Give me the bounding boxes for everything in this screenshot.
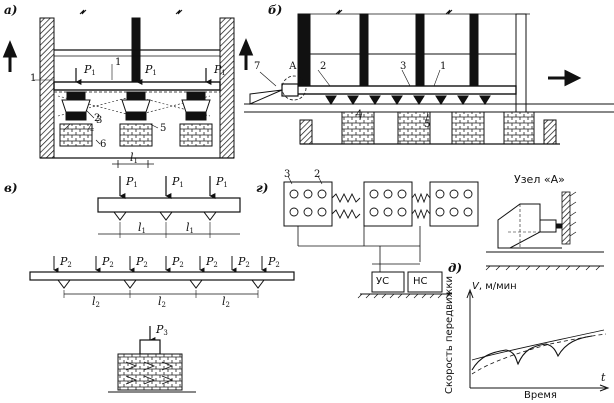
callout-number: 1	[30, 73, 37, 84]
load-label: P2	[136, 255, 148, 269]
node-a-title: Узел «А»	[514, 173, 565, 186]
callout-number: 2	[314, 169, 321, 180]
load-label: P2	[102, 255, 114, 269]
callout-number: 5	[160, 123, 167, 134]
load-label: P2	[238, 255, 250, 269]
callout-number: 1	[440, 61, 447, 72]
callout-number: 3	[284, 169, 291, 180]
callout-number: 2	[94, 113, 101, 124]
ns-unit-label: НС	[413, 276, 428, 287]
span-label: l2	[158, 295, 166, 309]
callout-number: 5	[424, 119, 431, 130]
panel-label-b: б)	[268, 3, 283, 17]
panel-label-g: г)	[256, 181, 269, 195]
us-unit-label: УС	[376, 276, 390, 287]
panel-v-drawing	[29, 176, 295, 393]
load-label: P1	[172, 175, 184, 189]
span-label: l1	[186, 221, 194, 235]
velocity-axis-label: V, м/мин	[472, 281, 517, 292]
panel-label-a: а)	[4, 3, 18, 17]
span-label: l1	[138, 221, 146, 235]
load-label: P1	[126, 175, 138, 189]
t-axis-symbol: t	[601, 371, 606, 384]
x-axis-label: Время	[524, 390, 557, 401]
callout-number: 3	[400, 61, 407, 72]
load-label: P2	[60, 255, 72, 269]
load-label: P1	[145, 63, 157, 77]
callout-number: 7	[254, 61, 261, 72]
panel-a-drawing	[34, 9, 235, 168]
callout-number: 2	[320, 61, 327, 72]
panel-label-v: в)	[4, 181, 18, 195]
load-label: P1	[216, 175, 228, 189]
panel-b-drawing	[244, 9, 614, 145]
load-label: P3	[156, 323, 168, 337]
up-arrow-icon	[238, 38, 254, 70]
callout-number: 3	[96, 115, 103, 126]
up-arrow-icon	[2, 40, 18, 72]
span-label: l2	[92, 295, 100, 309]
velocity-graph	[466, 288, 610, 392]
span-label: l2	[222, 295, 230, 309]
load-label: P2	[268, 255, 280, 269]
load-label: P2	[206, 255, 218, 269]
panel-g-drawing	[283, 175, 479, 299]
load-label: P1	[214, 63, 226, 77]
callout-number: 6	[100, 139, 107, 150]
callout-number: 4	[88, 123, 95, 134]
y-axis-label: Скорость передвижки	[444, 275, 455, 394]
panel-label-d: д)	[448, 261, 463, 275]
right-arrow-icon	[548, 69, 582, 87]
callout-number: 4	[356, 109, 363, 120]
callout-number: 1	[115, 57, 122, 68]
load-label: P2	[172, 255, 184, 269]
load-label: P1	[84, 63, 96, 77]
node-a-drawing	[485, 191, 604, 271]
span-label: l1	[130, 151, 138, 165]
node-mark: А	[289, 61, 297, 72]
